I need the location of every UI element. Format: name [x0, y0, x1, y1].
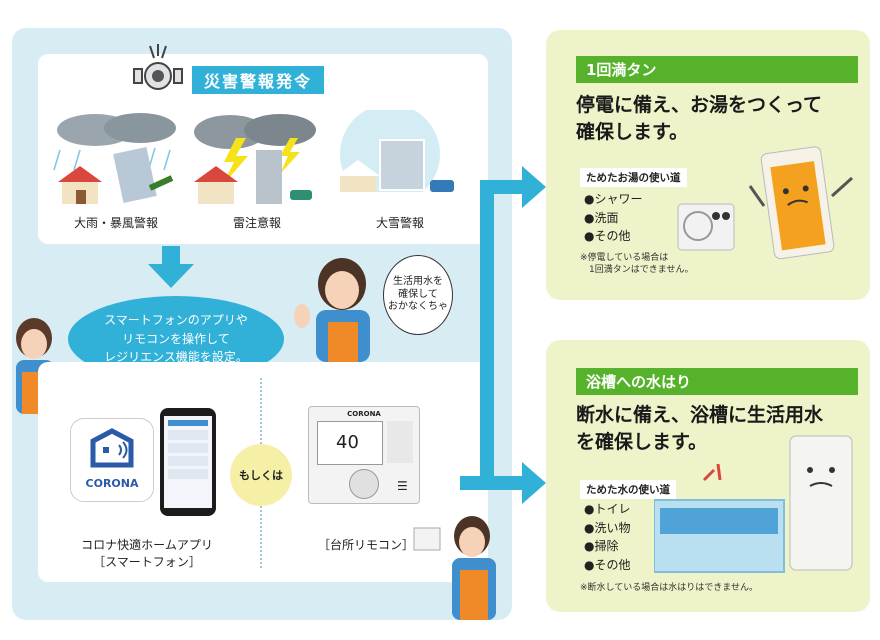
bath-fill-title: 浴槽への水はり	[576, 368, 858, 395]
app-caption-name: コロナ快適ホームアプリ	[81, 538, 213, 552]
remote-temperature: 40	[336, 432, 359, 453]
warning-label-snow: 大雪警報	[375, 216, 424, 230]
app-caption-type: ［スマートフォン］	[93, 555, 201, 569]
storm-illustration	[53, 113, 176, 204]
speech-text: 生活用水を 確保して おかなくちゃ	[388, 276, 448, 313]
hot-water-uses-list: ●シャワー ●洗面 ●その他	[584, 190, 642, 246]
remote-display: 40	[317, 421, 383, 465]
woman-with-remote-illustration	[413, 516, 496, 620]
smartphone-screen	[164, 416, 212, 508]
smartphone	[160, 408, 216, 516]
hot-water-uses-title: ためたお湯の使い道	[580, 168, 687, 187]
water-uses-title: ためた水の使い道	[580, 480, 676, 499]
snow-illustration	[330, 110, 470, 206]
down-arrow-icon	[148, 246, 194, 288]
setup-instruction-text: スマートフォンのアプリや リモコンを操作して レジリエンス機能を設定。	[104, 313, 248, 365]
remote-brand: CORONA	[347, 410, 381, 418]
use-item: ●シャワー	[584, 192, 643, 206]
water-heater-characters-illustration	[677, 146, 854, 260]
use-item: ●トイレ	[584, 502, 631, 516]
flow-arrows	[460, 166, 546, 504]
remote-buttons-side[interactable]	[387, 421, 413, 463]
bathtub-illustration	[654, 435, 853, 573]
kitchen-remote: CORONA 40 ☰	[308, 406, 420, 504]
bath-fill-headline: 断水に備え、浴槽に生活用水 を確保します。	[576, 404, 824, 453]
house-wifi-icon	[90, 428, 134, 468]
warning-label-thunder: 雷注意報	[232, 216, 281, 230]
app-logo-text: CORONA	[85, 477, 139, 490]
water-uses-list: ●トイレ ●洗い物 ●掃除 ●その他	[584, 500, 630, 574]
bath-fill-note: ※断水している場合は水はりはできません。	[580, 583, 759, 593]
remote-dial[interactable]	[349, 469, 379, 499]
worried-woman-illustration	[294, 258, 370, 362]
remote-caption: ［台所リモコン］	[317, 538, 414, 552]
menu-icon[interactable]: ☰	[397, 479, 408, 493]
or-badge: もしくは	[230, 444, 292, 506]
siren-icon	[133, 44, 183, 90]
alert-title: 災害警報発令	[192, 66, 325, 94]
corona-app-icon[interactable]: CORONA	[70, 418, 154, 502]
full-tank-headline: 停電に備え、お湯をつくって 確保します。	[576, 94, 823, 143]
warning-label-storm: 大雨・暴風警報	[73, 216, 158, 230]
use-item: ●その他	[584, 229, 631, 244]
use-item: ●その他	[584, 557, 631, 572]
use-item: ●洗面	[584, 210, 619, 225]
use-item: ●洗い物	[584, 520, 631, 535]
use-item: ●掃除	[584, 539, 619, 554]
thunder-illustration	[194, 114, 316, 204]
speech-bubble: 生活用水を 確保して おかなくちゃ	[383, 255, 453, 335]
full-tank-title: 1回満タン	[576, 56, 858, 83]
full-tank-note: ※停電している場合は 1回満タンはできません。	[580, 253, 694, 276]
